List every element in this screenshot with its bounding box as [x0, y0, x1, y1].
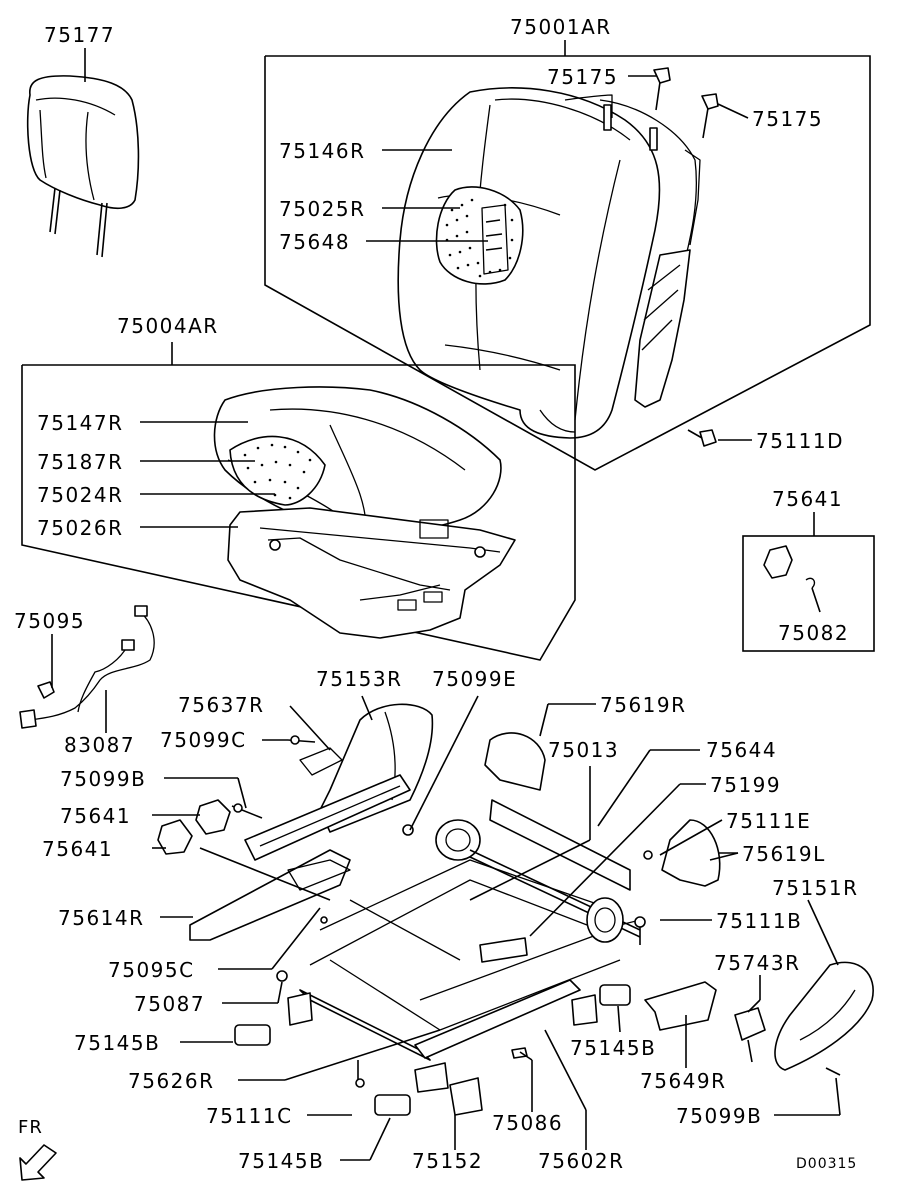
callout-75619L: 75619L: [742, 842, 826, 866]
callout-75111C: 75111C: [206, 1104, 293, 1128]
callout-75626R: 75626R: [128, 1069, 215, 1093]
callout-75099B-upper: 75099B: [60, 767, 146, 791]
callout-75152: 75152: [412, 1149, 483, 1173]
cushion-pad-dots: [243, 443, 312, 500]
callout-75004AR: 75004AR: [117, 314, 219, 338]
callout-75602R: 75602R: [538, 1149, 625, 1173]
callout-75649R: 75649R: [640, 1069, 727, 1093]
callout-75025R: 75025R: [279, 197, 366, 221]
callout-75641-lower: 75641: [42, 837, 113, 861]
callout-75145B-left: 75145B: [74, 1031, 160, 1055]
callout-75099C: 75099C: [160, 728, 247, 752]
callout-75199: 75199: [710, 773, 781, 797]
callout-75086: 75086: [492, 1111, 563, 1135]
callout-75099B-lower: 75099B: [676, 1104, 762, 1128]
wire-harness: [19, 605, 155, 729]
callout-75641-upper: 75641: [60, 804, 131, 828]
front-label: FR: [18, 1117, 43, 1138]
clip-kit-box: [742, 535, 875, 652]
heater-pad-dots: [445, 198, 514, 278]
callout-75153R: 75153R: [316, 667, 403, 691]
callout-75175-upper: 75175: [547, 65, 618, 89]
callout-75145B-bottom: 75145B: [238, 1149, 324, 1173]
headrest: [26, 75, 140, 258]
callout-75146R: 75146R: [279, 139, 366, 163]
seatback: [397, 67, 719, 447]
callout-75175-lower: 75175: [752, 107, 823, 131]
seat-frame-adjusters: [157, 703, 874, 1116]
callout-75087: 75087: [134, 992, 205, 1016]
callout-75187R: 75187R: [37, 450, 124, 474]
callout-75013: 75013: [548, 738, 619, 762]
callout-75644: 75644: [706, 738, 777, 762]
callout-75145B-right: 75145B: [570, 1036, 656, 1060]
callout-75095: 75095: [14, 609, 85, 633]
callout-75082: 75082: [778, 621, 849, 645]
callout-75648: 75648: [279, 230, 350, 254]
callout-75147R: 75147R: [37, 411, 124, 435]
clip-75641: [763, 545, 793, 579]
callout-75095C: 75095C: [108, 958, 195, 982]
seatback-assembly-outline: [264, 55, 871, 471]
callout-75614R: 75614R: [58, 906, 145, 930]
callout-75619R: 75619R: [600, 693, 687, 717]
callout-75177: 75177: [44, 23, 115, 47]
callout-75024R: 75024R: [37, 483, 124, 507]
callout-75026R: 75026R: [37, 516, 124, 540]
callout-75111D: 75111D: [756, 429, 844, 453]
callout-75637R: 75637R: [178, 693, 265, 717]
cushion-assembly-outline: [21, 364, 576, 661]
callout-83087: 83087: [64, 733, 135, 757]
callout-75743R: 75743R: [714, 951, 801, 975]
callout-75099E: 75099E: [432, 667, 517, 691]
callout-75111B: 75111B: [716, 909, 802, 933]
front-direction-arrow: [19, 1144, 57, 1181]
callout-75641-box: 75641: [772, 487, 843, 511]
callout-75111E: 75111E: [726, 809, 811, 833]
seat-cushion: [213, 386, 516, 639]
callout-75151R: 75151R: [772, 876, 859, 900]
diagram-code: D00315: [796, 1156, 857, 1172]
callout-75001AR: 75001AR: [510, 15, 612, 39]
